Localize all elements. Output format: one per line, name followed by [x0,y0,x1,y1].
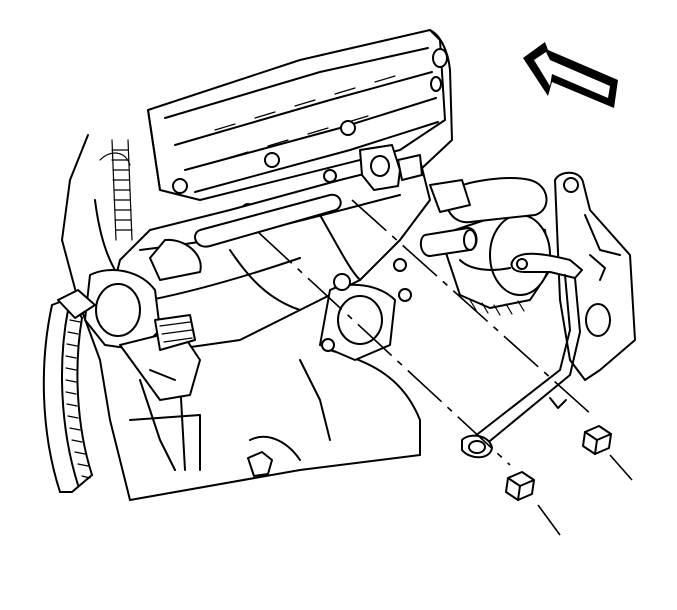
manifold-flange [359,144,423,191]
support-brace [461,252,583,459]
flywheel [42,297,93,493]
nut-right [582,425,612,455]
bracket-plate [554,171,636,381]
exhaust-manifold [57,159,431,401]
oil-filter-assembly [419,177,551,316]
flywheel-teeth [65,319,91,479]
alignment-lines [257,199,633,536]
direction-arrow-icon [523,42,618,108]
heat-shield-tube [149,193,342,351]
nut-left [505,471,535,501]
coil-harness [111,139,133,241]
valve-cover [147,29,453,201]
